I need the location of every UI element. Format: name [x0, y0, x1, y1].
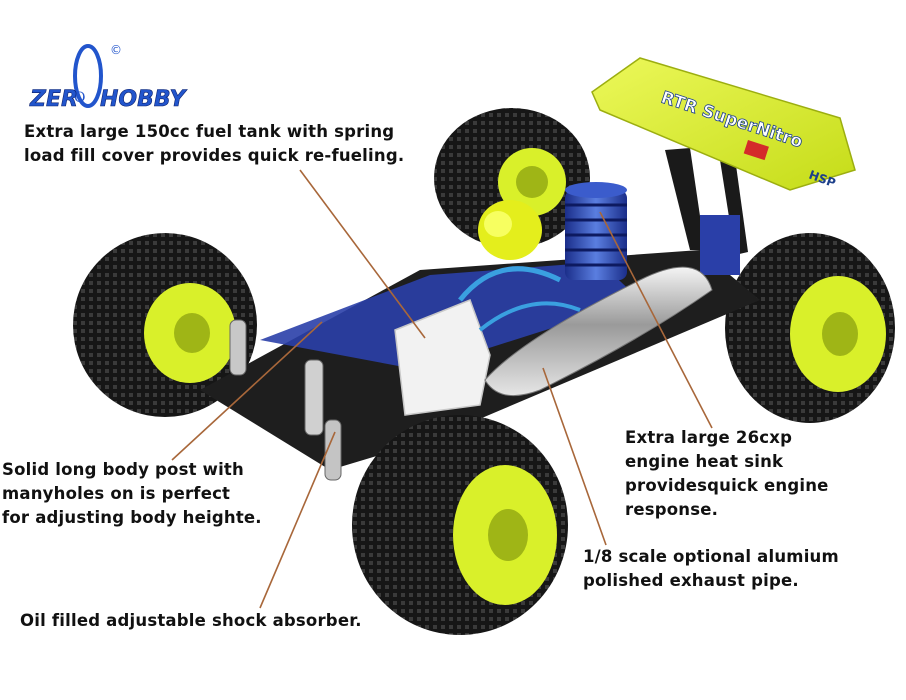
callout-fuel-tank-line1: Extra large 150cc fuel tank with spring — [24, 122, 395, 141]
callout-shock-line1: Oil filled adjustable shock absorber. — [20, 611, 362, 630]
wing-mount — [665, 148, 748, 275]
callout-heat-sink-line1: Extra large 26cxp — [625, 428, 793, 447]
callout-heat-sink-line3: providesquick engine — [625, 476, 829, 495]
callout-body-post-line1: Solid long body post with — [2, 460, 244, 479]
callout-body-post-line2: manyholes on is perfect — [2, 484, 231, 503]
callout-fuel-tank-line2: load fill cover provides quick re-fuelin… — [24, 146, 405, 165]
callout-heat-sink: Extra large 26cxp engine heat sink provi… — [625, 426, 829, 522]
rear-left-wheel — [434, 108, 590, 248]
callout-body-post-line3: for adjusting body heighte. — [2, 508, 262, 527]
logo-graphic: O ZER HOBBY © — [29, 43, 188, 112]
engine-heat-sink — [565, 182, 627, 280]
logo-mark: © — [110, 43, 122, 57]
front-right-wheel — [352, 415, 568, 635]
callout-body-post: Solid long body post with manyholes on i… — [2, 458, 262, 530]
callout-shock: Oil filled adjustable shock absorber. — [20, 609, 362, 633]
zerohobby-logo: O ZER HOBBY © — [28, 40, 208, 116]
logo-text-right: HOBBY — [100, 87, 187, 112]
leader-lines — [171, 169, 713, 609]
callout-exhaust-line2: polished exhaust pipe. — [583, 571, 799, 590]
front-left-wheel — [73, 233, 257, 417]
callout-exhaust-line1: 1/8 scale optional alumium — [583, 547, 839, 566]
callout-fuel-tank: Extra large 150cc fuel tank with spring … — [24, 120, 404, 168]
air-filter — [478, 200, 542, 260]
callout-heat-sink-line2: engine heat sink — [625, 452, 784, 471]
logo-text-left: ZER — [29, 87, 78, 112]
rear-right-wheel — [725, 233, 895, 423]
callout-heat-sink-line4: response. — [625, 500, 719, 519]
exhaust-pipe — [484, 266, 713, 397]
front-shocks — [229, 319, 342, 481]
callout-exhaust: 1/8 scale optional alumium polished exha… — [583, 545, 839, 593]
logo-big-letter: O — [74, 90, 85, 106]
